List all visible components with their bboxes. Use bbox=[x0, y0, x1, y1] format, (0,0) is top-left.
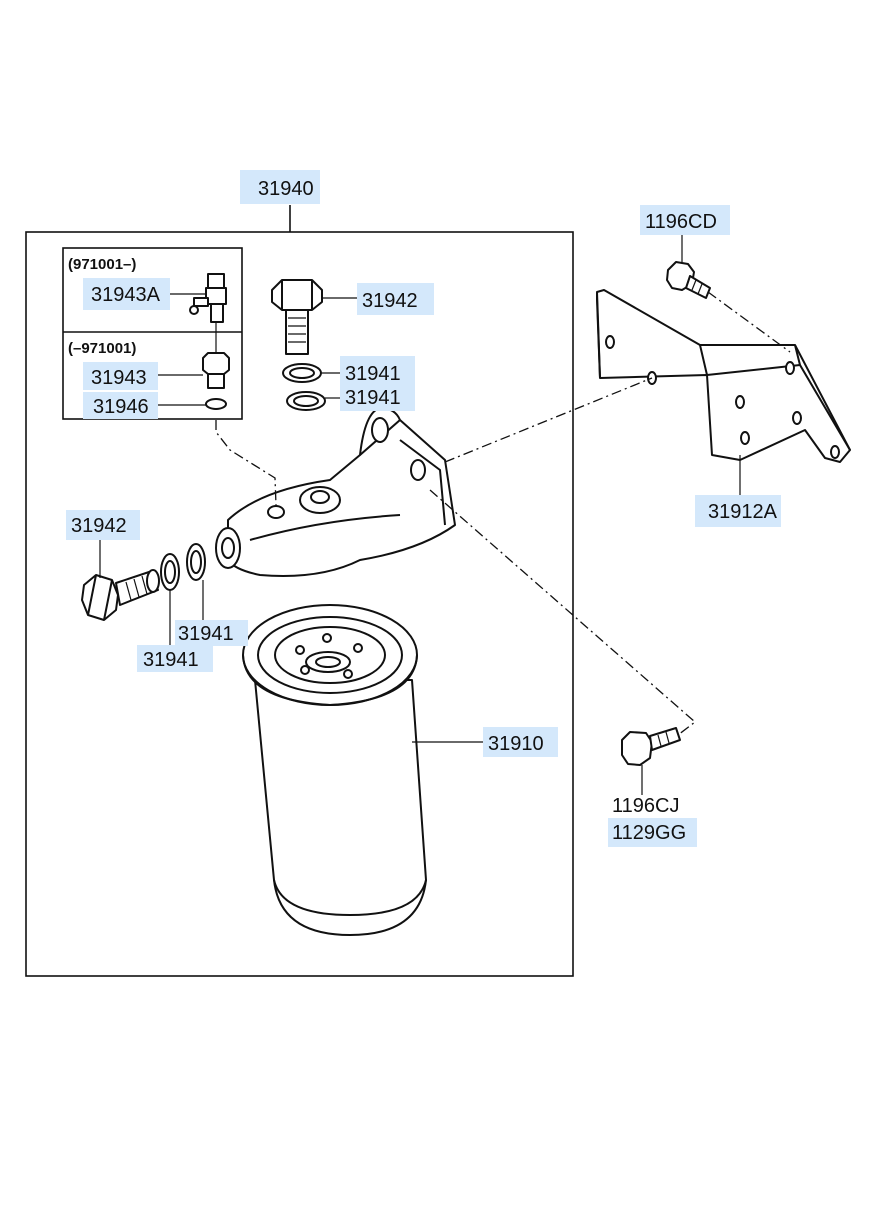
callout-bg-bracket-bolt[interactable] bbox=[640, 205, 730, 235]
bracket-bolt-icon[interactable] bbox=[666, 261, 711, 299]
callout-bg-filter[interactable] bbox=[483, 727, 558, 757]
date-range-old: (–971001) bbox=[68, 340, 136, 357]
gasket-top-1-icon[interactable] bbox=[282, 363, 322, 383]
filter-head-housing[interactable] bbox=[215, 407, 456, 577]
bracket-bolt-phantom-line bbox=[707, 291, 791, 353]
callout-bg-gasket-top-1[interactable] bbox=[340, 356, 415, 385]
label-mount-bolt-1[interactable]: 1196CJ bbox=[612, 795, 679, 817]
label-bracket[interactable]: 31912A bbox=[708, 501, 778, 523]
label-gasket-side-2[interactable]: 31941 bbox=[178, 623, 234, 645]
callout-bg-bracket[interactable] bbox=[695, 495, 781, 527]
callout-bg-gasket-side-2[interactable] bbox=[175, 620, 248, 646]
callout-bg-banjo-side[interactable] bbox=[66, 510, 140, 540]
label-mount-bolt-2[interactable]: 1129GG bbox=[612, 822, 686, 844]
label-bracket-bolt[interactable]: 1196CD bbox=[645, 211, 717, 233]
gasket-side-1-icon[interactable] bbox=[160, 553, 180, 591]
sensor-new-icon[interactable] bbox=[189, 273, 227, 323]
mount-bolt-icon[interactable] bbox=[621, 727, 681, 766]
label-washer[interactable]: 31946 bbox=[93, 396, 149, 418]
label-gasket-top-2[interactable]: 31941 bbox=[345, 387, 401, 409]
label-banjo-top[interactable]: 31942 bbox=[362, 290, 418, 312]
label-filter[interactable]: 31910 bbox=[488, 733, 544, 755]
callout-bg-banjo-top[interactable] bbox=[357, 283, 434, 315]
sensor-phantom-line bbox=[215, 420, 277, 506]
label-gasket-side-1[interactable]: 31941 bbox=[143, 649, 199, 671]
date-range-new: (971001–) bbox=[68, 256, 136, 273]
label-sensor-new[interactable]: 31943A bbox=[91, 284, 161, 306]
callout-bg-gasket-side-1[interactable] bbox=[137, 645, 213, 672]
fuel-filter-cartridge[interactable] bbox=[242, 604, 427, 936]
banjo-bolt-top[interactable] bbox=[271, 279, 323, 355]
sensor-old-icon[interactable] bbox=[202, 352, 230, 389]
mount-bolt-phantom-line bbox=[429, 489, 697, 736]
gasket-side-2-icon[interactable] bbox=[186, 543, 206, 581]
label-gasket-top-1[interactable]: 31941 bbox=[345, 363, 401, 385]
washer-icon[interactable] bbox=[205, 398, 227, 410]
assembly-frame bbox=[25, 231, 574, 977]
callout-bg-assembly[interactable] bbox=[240, 170, 320, 204]
gasket-top-2-icon[interactable] bbox=[286, 391, 326, 411]
bracket-phantom-line-1 bbox=[444, 377, 653, 463]
callout-bg-gasket-top-2[interactable] bbox=[340, 381, 415, 411]
callout-bg-sensor-old[interactable] bbox=[83, 362, 158, 390]
callout-bg-washer[interactable] bbox=[83, 392, 158, 419]
label-banjo-side[interactable]: 31942 bbox=[71, 515, 127, 537]
label-sensor-old[interactable]: 31943 bbox=[91, 367, 147, 389]
mounting-bracket[interactable] bbox=[596, 289, 851, 463]
callout-bg-sensor-new[interactable] bbox=[83, 278, 170, 310]
label-assembly[interactable]: 31940 bbox=[258, 178, 314, 200]
banjo-bolt-side[interactable] bbox=[81, 569, 160, 621]
callout-bg-mount-bolt-2[interactable] bbox=[608, 818, 697, 847]
